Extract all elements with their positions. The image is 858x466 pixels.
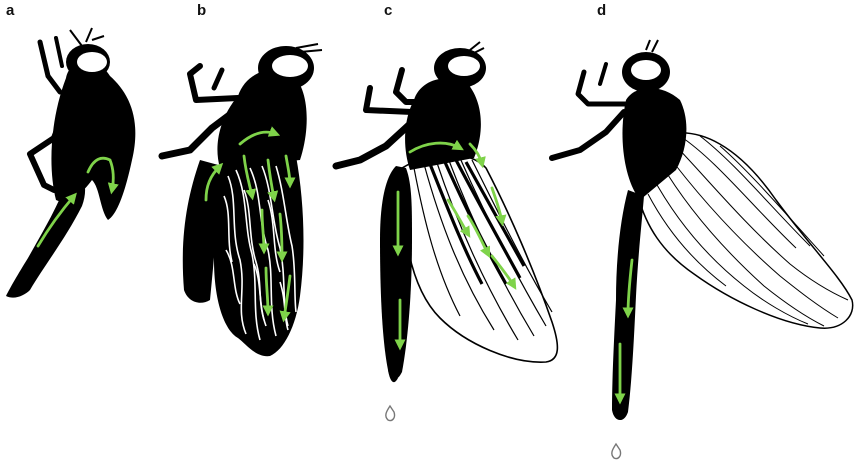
panel-a-insect <box>6 28 135 298</box>
panel-a-eye <box>77 52 107 72</box>
panel-c-wing <box>401 155 557 363</box>
panel-d-eye <box>631 60 661 80</box>
droplet-icon <box>612 444 621 459</box>
panel-c-eye <box>448 56 480 76</box>
panel-b-eye <box>272 55 308 77</box>
droplet-icon <box>386 406 395 421</box>
